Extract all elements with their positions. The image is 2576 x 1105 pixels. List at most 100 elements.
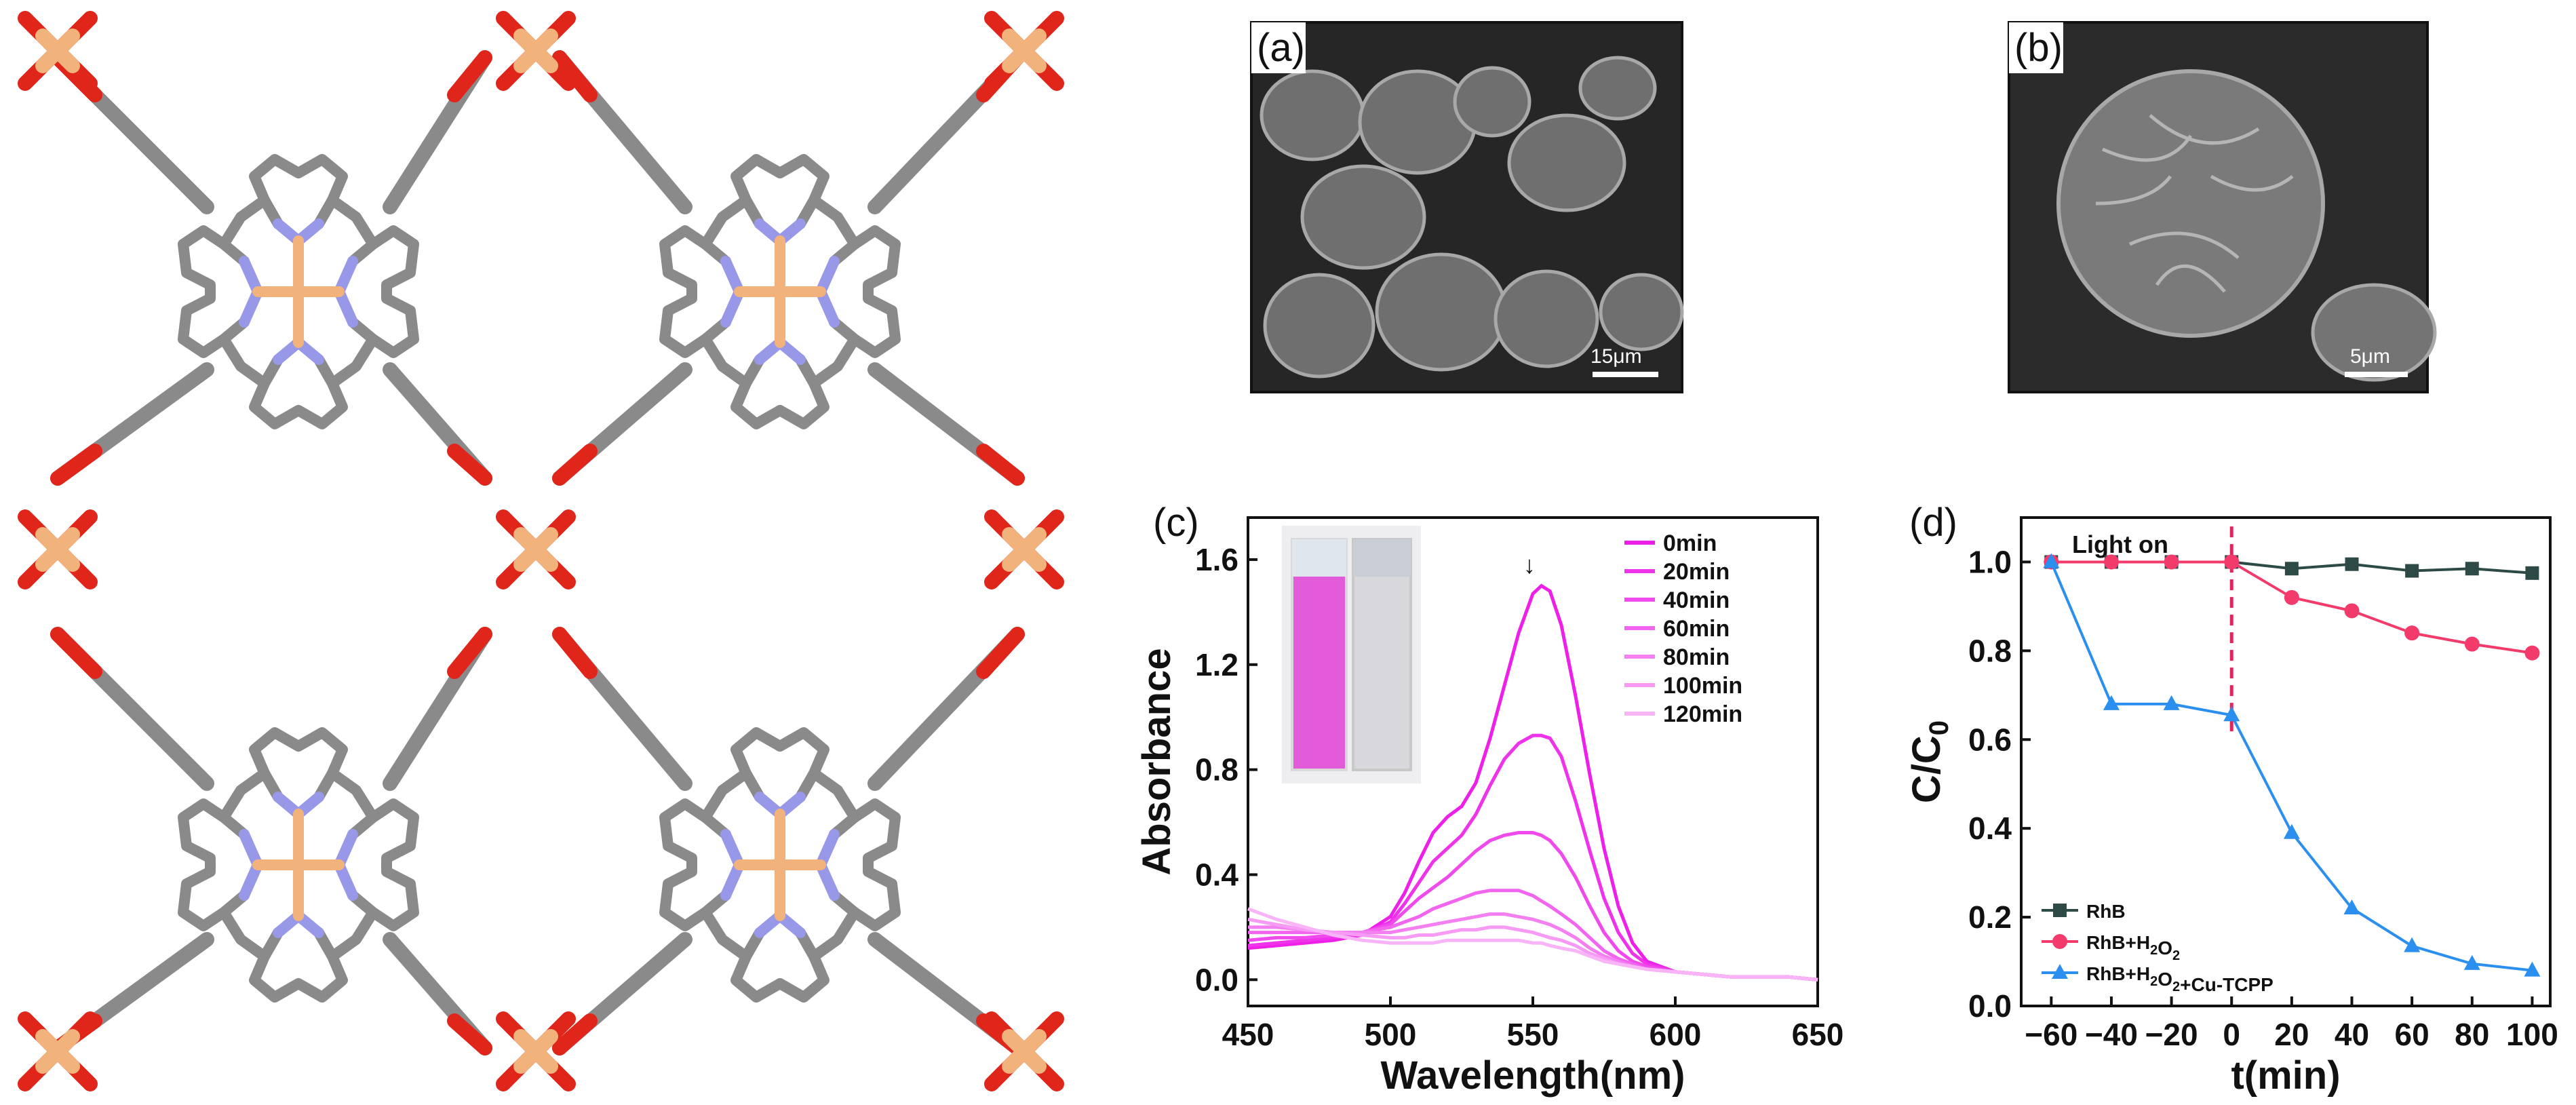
data-point-triangle [2052,964,2068,979]
legend-label: 20min [1663,559,1730,585]
data-point-square [2405,564,2419,578]
data-point-triangle [2223,706,2240,722]
micrograph-b-fragment [2311,283,2437,382]
legend-label: 80min [1663,644,1730,670]
cuvette-after-top [1353,539,1411,577]
micrograph-b-flower-particle [2056,69,2325,338]
micrograph-a: (a) 15μm [1250,21,1684,393]
metal-node [503,517,568,582]
legend-label: RhB+H2O2 [2086,932,2180,963]
data-point-square [2345,557,2359,571]
y-tick-label: 0.0 [1195,962,1238,997]
x-tick-label: −60 [2025,1017,2077,1052]
data-point-circle [2052,934,2067,949]
y-tick-label: 0.4 [1195,857,1238,892]
data-point-square [2465,562,2479,576]
x-tick-label: 100 [2506,1017,2558,1052]
data-point-triangle [2343,899,2360,914]
cuvette-before [1291,538,1348,771]
legend-label: 120min [1663,701,1742,727]
chart-c-peak-arrow: ↓ [1523,551,1536,579]
y-tick-label: 0.8 [1968,633,2012,668]
series-line-100min [1247,917,1818,982]
metal-node [25,1019,90,1084]
data-point-circle [2284,589,2299,605]
x-tick-label: 450 [1222,1017,1274,1052]
porphyrin-unit-bottom-left [183,733,414,997]
y-tick-label: 1.0 [1968,544,2012,579]
data-point-circle [2103,554,2119,570]
y-tick-label: 0.4 [1968,811,2012,846]
chart-c-y-axis-title: Absorbance [1135,648,1179,875]
x-tick-label: 550 [1507,1017,1559,1052]
data-point-square [2053,904,2067,917]
metal-node [25,18,90,83]
y-tick-label: 0.0 [1968,988,2012,1024]
data-point-circle [2464,636,2480,652]
metal-node [992,1019,1057,1084]
y-tick-label: 0.8 [1195,752,1238,788]
metal-node [25,517,90,582]
chart-c-inset-cuvettes [1282,526,1421,783]
chart-c-x-axis-title: Wavelength(nm) [1381,1053,1685,1098]
porphyrin-unit-bottom-right [665,733,895,997]
legend-label: 40min [1663,587,1730,613]
x-tick-label: 500 [1365,1017,1417,1052]
chart-d-y-axis-title-subscript: 0 [1924,720,1954,735]
series-line-120min [1247,907,1818,982]
micrograph-b: (b) 5μm [2008,21,2437,393]
x-tick-label: 20 [2274,1017,2309,1052]
data-point-circle [2524,645,2540,661]
data-point-triangle [2524,961,2541,977]
micrograph-b-scale-bar-label: 5μm [2350,345,2390,368]
chart-d-y-axis-title: C/C0 [1905,720,1954,803]
x-tick-label: 40 [2335,1017,2369,1052]
micrograph-a-particles [1260,56,1684,379]
y-tick-label: 0.2 [1968,899,2012,935]
data-point-square [2525,566,2539,580]
porphyrin-unit-top-left [183,159,414,424]
legend-label: 60min [1663,616,1730,642]
data-point-triangle [2463,954,2480,970]
data-point-circle [2344,603,2360,619]
legend-label: RhB+H2O2+Cu-TCPP [2086,963,2273,995]
chart-d-label: (d) [1909,501,1957,545]
chart-d-plot-frame [2020,516,2552,1007]
micrograph-a-label: (a) [1257,26,1305,70]
cuvette-before-top [1292,539,1346,577]
series-line-40min [1247,831,1818,982]
x-tick-label: 80 [2455,1017,2489,1052]
x-tick-label: −20 [2145,1017,2198,1052]
legend-label: RhB [2086,901,2126,922]
chart-d-y-axis-title-main: C/C [1905,735,1949,803]
y-tick-label: 1.6 [1195,542,1238,577]
micrograph-b-label: (b) [2014,26,2063,70]
chart-d-series-group [2043,553,2541,977]
micrograph-a-label-box [1251,22,1306,73]
metal-node [992,517,1057,582]
chart-c-label: (c) [1153,501,1199,545]
y-tick-label: 1.2 [1195,647,1238,682]
chart-c-series-group [1247,583,1818,982]
data-point-triangle [2043,553,2060,568]
micrograph-a-scale-bar-label: 15μm [1591,345,1642,368]
mof-structure-panel [25,18,1057,1084]
data-point-triangle [2404,937,2421,952]
light-on-annotation: Light on [2072,530,2168,558]
metal-node [992,18,1057,83]
cuvette-after [1352,538,1412,771]
legend-label: 100min [1663,673,1742,699]
x-tick-label: 650 [1792,1017,1844,1052]
data-point-triangle [2103,695,2120,710]
series-line-80min [1248,912,1818,982]
series-line-RhB+H2O2 [2051,560,2533,655]
data-point-square [2284,562,2299,576]
data-point-circle [2224,554,2240,570]
x-tick-label: 60 [2395,1017,2429,1052]
